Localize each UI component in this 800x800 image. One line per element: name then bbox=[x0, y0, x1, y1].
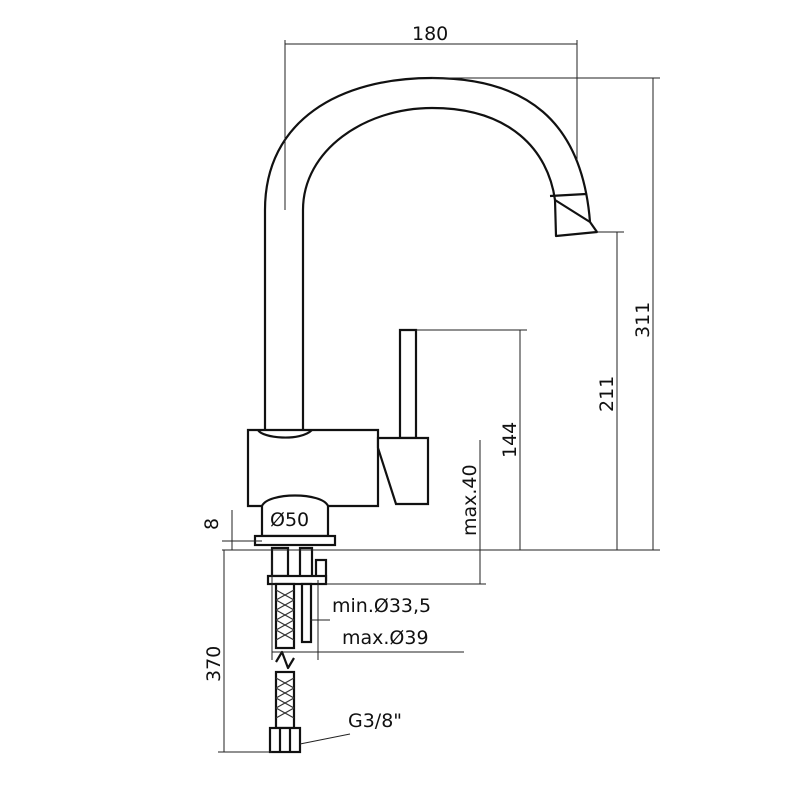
spout-outer bbox=[263, 76, 592, 430]
dim-311: 311 bbox=[632, 302, 654, 338]
base-plate bbox=[253, 534, 337, 547]
dim-thread: G3/8" bbox=[348, 710, 402, 732]
dim-hole-max: max.Ø39 bbox=[342, 627, 429, 649]
dim-hole-min: min.Ø33,5 bbox=[332, 595, 431, 617]
under-fittings bbox=[266, 546, 328, 754]
lever-body bbox=[376, 436, 430, 506]
dim-max40: max.40 bbox=[459, 464, 481, 536]
dim-211: 211 bbox=[596, 376, 618, 412]
hose-nut bbox=[268, 726, 302, 754]
dimension-labels: 180 311 211 144 max.40 Ø50 8 min.Ø33,5 m… bbox=[201, 23, 654, 732]
dimension-lines bbox=[218, 40, 660, 753]
dim-8: 8 bbox=[201, 518, 223, 530]
body-block bbox=[246, 428, 380, 508]
spout-inner bbox=[301, 106, 557, 430]
dim-144: 144 bbox=[499, 422, 521, 458]
base-collar bbox=[260, 494, 330, 538]
lever-handle bbox=[398, 328, 418, 440]
dim-180: 180 bbox=[412, 23, 448, 45]
faucet-outline bbox=[246, 76, 599, 547]
dim-base-diameter: Ø50 bbox=[270, 509, 309, 531]
dim-370: 370 bbox=[203, 646, 225, 682]
